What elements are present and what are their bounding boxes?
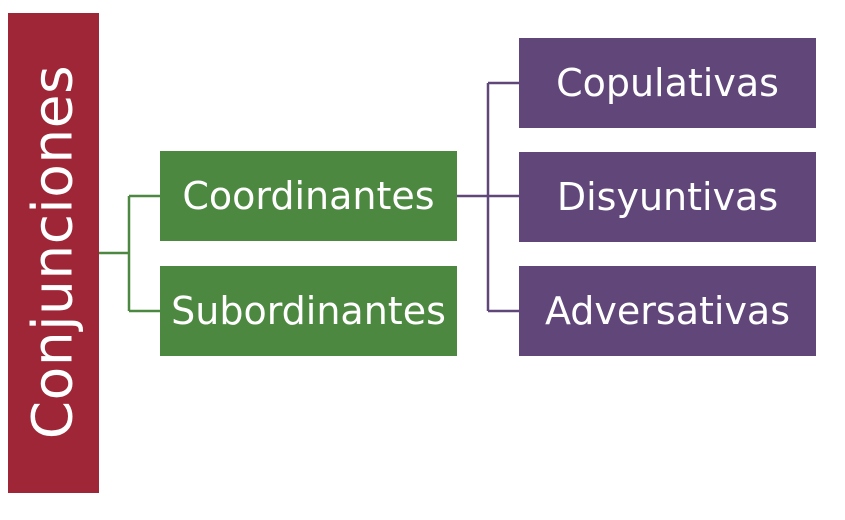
node-coordinantes: Coordinantes <box>160 151 457 241</box>
coordinantes-to-level2-connectors <box>457 81 519 313</box>
root-node-conjunciones <box>8 13 99 493</box>
node-disyuntivas: Disyuntivas <box>519 152 816 242</box>
node-adversativas: Adversativas <box>519 266 816 356</box>
node-disyuntivas-label: Disyuntivas <box>556 175 779 219</box>
node-subordinantes-label: Subordinantes <box>171 289 446 333</box>
node-adversativas-label: Adversativas <box>544 289 791 333</box>
root-node-label: Conjunciones <box>20 64 85 440</box>
node-copulativas-label: Copulativas <box>556 61 779 105</box>
node-subordinantes: Subordinantes <box>160 266 457 356</box>
root-to-level1-connectors <box>99 194 160 313</box>
node-copulativas: Copulativas <box>519 38 816 128</box>
node-coordinantes-label: Coordinantes <box>182 174 435 218</box>
